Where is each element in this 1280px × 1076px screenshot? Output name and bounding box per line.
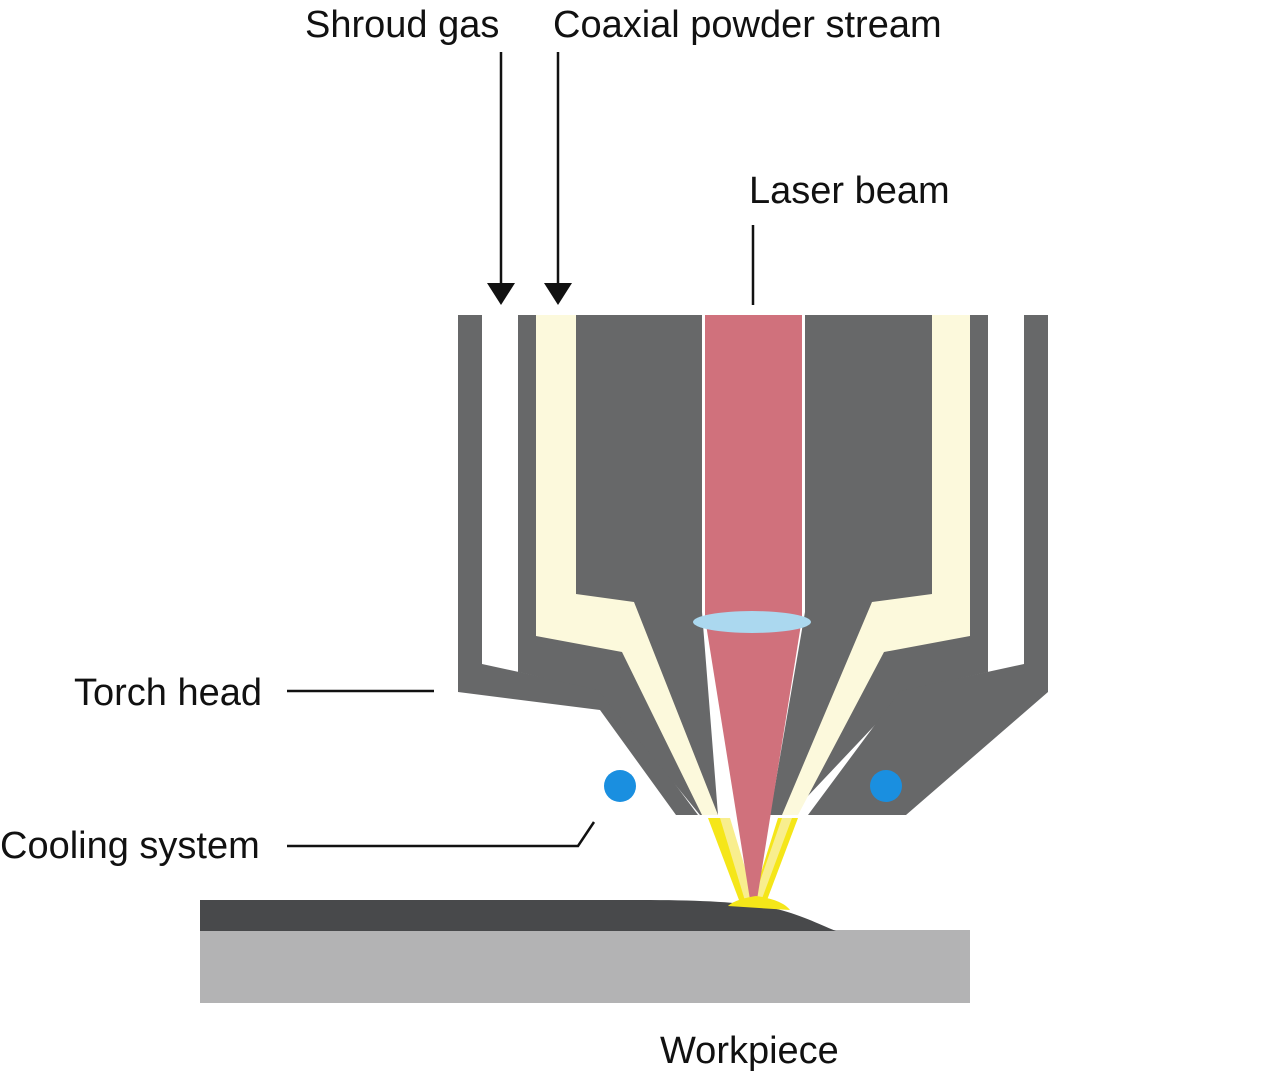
- coolant-channel-right: [870, 770, 902, 802]
- clad-layer: [200, 900, 836, 931]
- focusing-lens: [693, 611, 811, 633]
- workpiece-substrate: [200, 930, 970, 1003]
- cooling-system-leader-line: [287, 821, 596, 848]
- powder-channels: [536, 315, 970, 815]
- laser-beam-focus-cone: [705, 618, 802, 906]
- powder-jet-right-light: [752, 818, 792, 904]
- shroud-gas-label: Shroud gas: [305, 4, 499, 46]
- melt-pool: [728, 896, 790, 910]
- cooling-system: [604, 770, 902, 802]
- shroud-gas-arrow: [487, 52, 515, 305]
- powder-jet-left-light: [720, 818, 756, 904]
- laser-beam: [693, 315, 811, 906]
- powder-stream-arrow: [544, 52, 572, 305]
- powder-stream-arrowhead-icon: [544, 283, 572, 305]
- laser-beam-shaft: [705, 315, 802, 620]
- workpiece-label: Workpiece: [660, 1030, 839, 1072]
- powder-jets: [708, 818, 798, 908]
- powder-stream-label: Coaxial powder stream: [553, 4, 942, 46]
- powder-channel-left: [536, 315, 718, 815]
- powder-channel-right: [782, 315, 970, 815]
- torch-head-right-outer-wall: [808, 315, 1048, 815]
- laser-beam-label: Laser beam: [749, 170, 950, 212]
- shroud-gas-arrowhead-icon: [487, 283, 515, 305]
- torch-head-label: Torch head: [74, 672, 262, 714]
- workpiece: [200, 896, 970, 1003]
- torch-head-left-outer-wall: [458, 315, 698, 815]
- cooling-system-label: Cooling system: [0, 825, 260, 867]
- coolant-channel-left: [604, 770, 636, 802]
